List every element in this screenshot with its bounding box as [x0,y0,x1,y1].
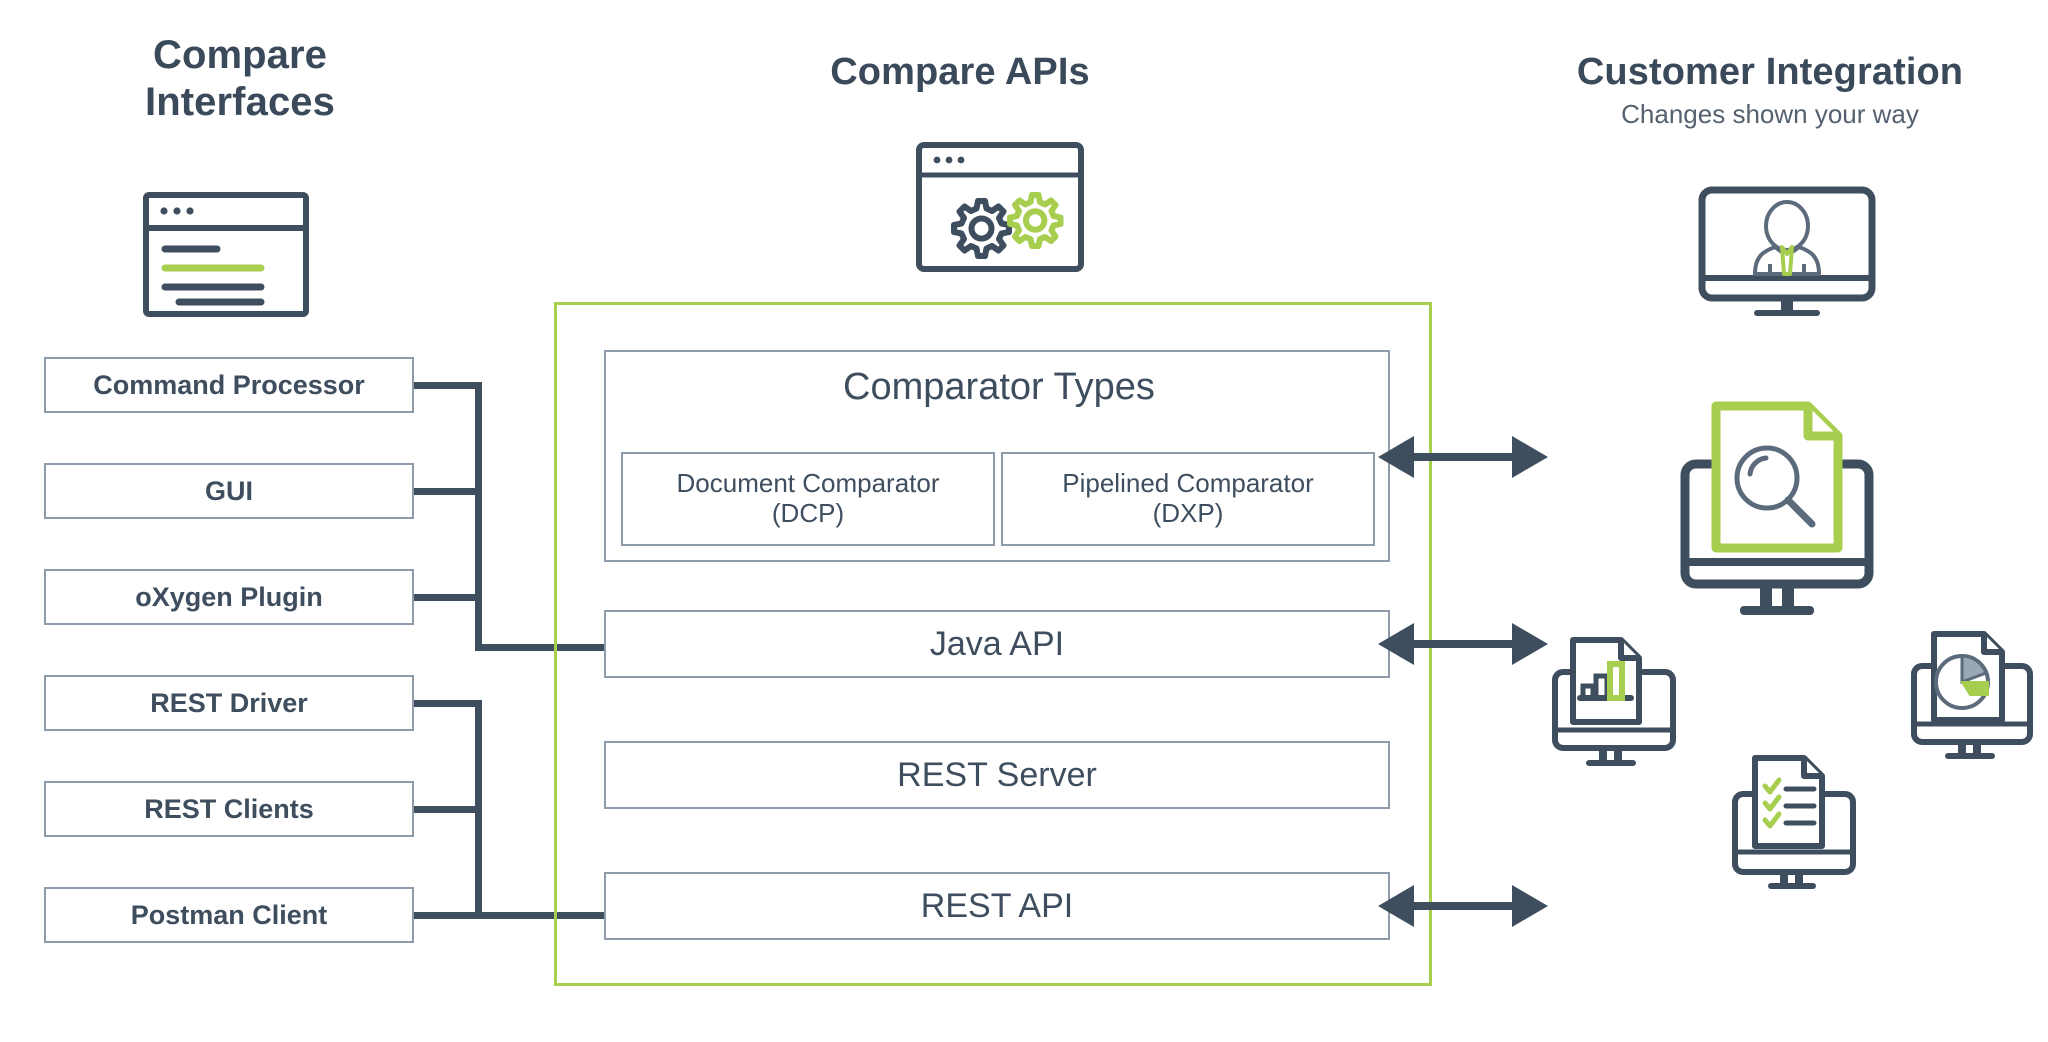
api-label: Java API [929,624,1065,663]
comparator-box-dcp[interactable]: Document Comparator (DCP) [621,452,995,546]
interface-box-rest-clients[interactable]: REST Clients [44,781,414,837]
interface-label: oXygen Plugin [135,581,323,612]
connector-oxygen-plugin [414,594,482,601]
connector-command-processor [414,382,482,389]
interface-box-command-processor[interactable]: Command Processor [44,357,414,413]
gears-window-icon [916,142,1084,272]
connector-bus-bottom [475,700,482,919]
double-headed-arrow-icon-java-api [1378,621,1548,667]
double-headed-arrow-icon-comparator [1378,434,1548,480]
connector-gui [414,488,482,495]
monitor-checklist-doc-icon [1730,748,1880,896]
monitor-person-icon [1698,186,1876,316]
connector-bus-top-to-java-api [475,644,607,651]
left-column-title: Compare Interfaces [40,32,440,126]
left-column-title-line1: Compare [152,33,328,77]
interface-label: REST Clients [144,793,314,824]
interface-label: Postman Client [130,899,328,930]
monitor-document-search-icon [1680,392,1902,642]
interface-label: Command Processor [93,369,365,400]
api-box-rest-server[interactable]: REST Server [604,741,1390,809]
connector-bus-top [475,382,482,651]
connector-rest-clients [414,806,482,813]
left-column-title-line2: Interfaces [145,80,335,125]
browser-window-icon [143,192,309,317]
api-label: REST Server [897,755,1097,794]
api-label: REST API [920,886,1074,925]
comparator-label-line2: (DXP) [1152,498,1224,528]
right-column-title: Customer Integration [1576,51,1964,93]
api-box-rest-api[interactable]: REST API [604,872,1390,940]
right-column-subtitle: Changes shown your way [1621,99,1919,129]
connector-postman-client [414,912,482,919]
api-box-java-api[interactable]: Java API [604,610,1390,678]
double-headed-arrow-icon-rest-api [1378,883,1548,929]
comparator-types-title: Comparator Types [843,366,1155,408]
interface-box-postman-client[interactable]: Postman Client [44,887,414,943]
monitor-bar-chart-doc-icon [1552,630,1700,770]
comparator-label-line2: (DCP) [771,498,845,528]
comparator-label-line1: Document Comparator [676,468,940,499]
comparator-label-line1: Pipelined Comparator [1062,468,1314,499]
interface-label: GUI [204,475,253,506]
interface-box-oxygen-plugin[interactable]: oXygen Plugin [44,569,414,625]
comparator-box-dxp[interactable]: Pipelined Comparator (DXP) [1001,452,1375,546]
interface-box-gui[interactable]: GUI [44,463,414,519]
interface-label: REST Driver [150,687,308,718]
center-column-title: Compare APIs [830,51,1090,93]
connector-rest-driver [414,700,482,707]
monitor-pie-chart-doc-icon [1900,622,2042,764]
connector-bus-bottom-to-rest-api [475,912,607,919]
interface-box-rest-driver[interactable]: REST Driver [44,675,414,731]
